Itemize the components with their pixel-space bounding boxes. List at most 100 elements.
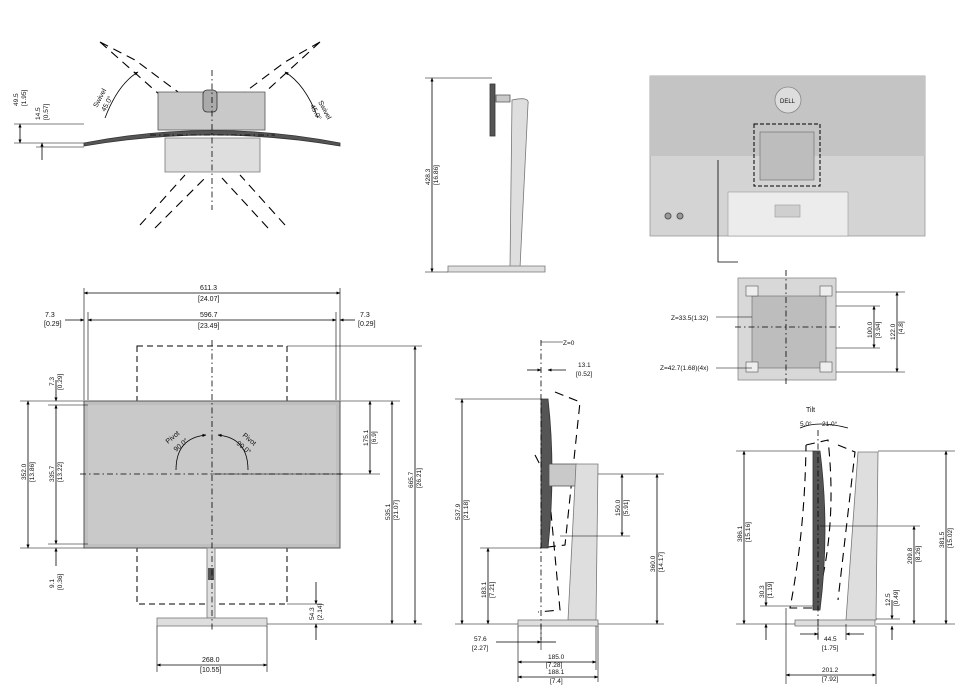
bezel-right-inch: [0.29] [358,321,376,328]
base-width-inch: [10.55] [200,667,221,674]
swivel-right-ghost [244,41,321,96]
tilt-depth-value: 201.2 [822,667,839,674]
side-view-height: Z=0 13.1 [0.52] 537.9 [21.18] 150.0 [5.9… [455,340,665,685]
tilt-clearance-inch: [1.19] [767,582,774,598]
z-offset-screws: Z=42.7(1.68)(4x) [660,365,709,372]
depth-dim-value: 49.5 [13,93,20,106]
brand-text: DELL [780,99,796,105]
stand-height-inch: [14.17] [658,552,665,572]
panel-depth-value: 14.5 [35,107,42,120]
base-depth-value: 185.0 [548,654,565,661]
tilt-depth-inch: [7.92] [822,676,838,683]
vesa-122-value: 122.0 [890,323,897,340]
z-offset-top: Z=33.5(1.32) [671,315,708,322]
tilt-back-value: 5.0° [800,420,812,428]
bezel-bottom-inch: [0.36] [57,574,64,590]
dell-logo-icon [774,86,802,114]
panel-side-tilt [812,450,826,611]
screen-height-value: 335.7 [49,465,56,482]
stand-side-height [567,463,599,621]
pivot-axis-height-value: 209.8 [907,547,914,564]
swivel-right-rear-ghost [221,174,286,229]
bezel-right-value: 7.3 [360,312,370,319]
side-view-tilt: Tilt 5.0° 21.0° 386.1 [15.16] 381.5 [15.… [736,407,955,684]
bezel-bottom-value: 9.1 [49,579,56,588]
vesa-122-inch: [4.8] [898,321,905,334]
stand-base-top [164,137,261,173]
front-offset-value: 44.5 [824,636,837,643]
tilt-ghost-lower [534,454,561,613]
stand-side [509,98,529,269]
vesa-100-inch: [3.94] [875,322,882,338]
tilt-forward-ghost [837,444,856,601]
base-side-height [517,619,599,627]
panel-depth-inch: [0.57] [43,104,50,120]
panel-side [489,83,496,137]
screen-width-inch: [23.49] [198,323,219,330]
ground-clearance-inch: [2.14] [317,604,324,620]
height-value: 428.3 [425,168,432,185]
total-width-value: 611.3 [200,285,217,292]
pivot-axis-height-inch: [8.26] [915,546,922,562]
pivot-height-value: 665.7 [408,471,415,488]
depth-dim-inch: [1.95] [21,90,28,106]
front-view: Pivot 90.0° Pivot 90.0° 611.3 [24.07] 59… [20,285,423,674]
max-height-value: 535.1 [385,503,392,520]
back-view: DELL Z=33.5(1.32) Z=42.7(1.68)(4x) 100.0… [649,75,926,385]
total-depth-inch: [7.4] [550,678,563,685]
height-travel-inch: [5.91] [623,500,630,516]
total-height-value: 352.0 [21,463,28,480]
tilt-clearance-value: 30.3 [759,585,766,598]
base-thickness-inch: [0.49] [893,590,900,606]
base-offset-value: 57.6 [474,636,487,643]
swivel-left-rear-ghost [139,174,206,229]
tilt-forward-value: 21.0° [822,420,838,428]
panel-top [83,130,341,147]
base-thickness-value: 12.5 [885,593,892,606]
tilt-height-value: 386.1 [737,525,744,542]
height-inch: [16.86] [433,165,440,185]
vesa-100-value: 100.0 [867,321,874,338]
base-side [447,265,546,273]
panel-thickness-inch: [0.52] [576,371,592,378]
stand-neck-front [206,547,216,619]
tilt-back-ghost [789,439,832,609]
tilt-height-right-inch: [15.02] [947,528,954,548]
min-clearance-inch: [7.21] [489,582,496,598]
pivot-offset-inch: [6.9] [371,431,378,444]
panel-thickness-value: 13.1 [578,362,591,369]
bezel-left-value: 7.3 [45,312,55,319]
min-clearance-value: 183.1 [481,581,488,598]
tilt-height-inch: [15.16] [745,522,752,542]
height-travel-value: 150.0 [615,499,622,516]
total-width-inch: [24.07] [198,296,219,303]
pivot-height-inch: [26.21] [416,468,423,488]
base-offset-inch: [2.27] [472,645,488,652]
bezel-top-value: 7.3 [49,377,56,386]
stand-height-value: 360.0 [650,555,657,572]
swivel-left-ghost [99,41,179,96]
total-depth-value: 188.1 [548,669,565,676]
bezel-top-inch: [0.29] [57,374,64,390]
tilt-label: Tilt [806,407,815,414]
tilt-height-right-value: 381.5 [939,531,946,548]
side-max-height-value: 537.9 [455,503,462,520]
top-view: Swivel 45.0° Swivel 45.0° 49.5 [1.95] 14… [13,41,341,229]
screen-width-value: 596.7 [200,312,218,319]
total-height-inch: [13.86] [29,462,36,482]
stand-side-tilt [845,451,879,621]
pivot-offset-value: 175.1 [363,429,370,446]
base-side-tilt [794,619,876,627]
ground-clearance-value: 54.3 [309,607,316,620]
side-max-height-inch: [21.18] [463,500,470,520]
z-zero-label: Z=0 [563,340,575,347]
base-depth-inch: [7.28] [546,662,562,669]
base-width-value: 268.0 [202,657,220,664]
front-offset-inch: [1.75] [822,645,838,652]
bezel-left-inch: [0.29] [44,321,62,328]
side-view-small: 428.3 [16.86] [425,77,546,273]
max-height-inch: [21.07] [393,500,400,520]
neck-top [202,89,218,113]
screen-height-inch: [13.22] [57,462,64,482]
